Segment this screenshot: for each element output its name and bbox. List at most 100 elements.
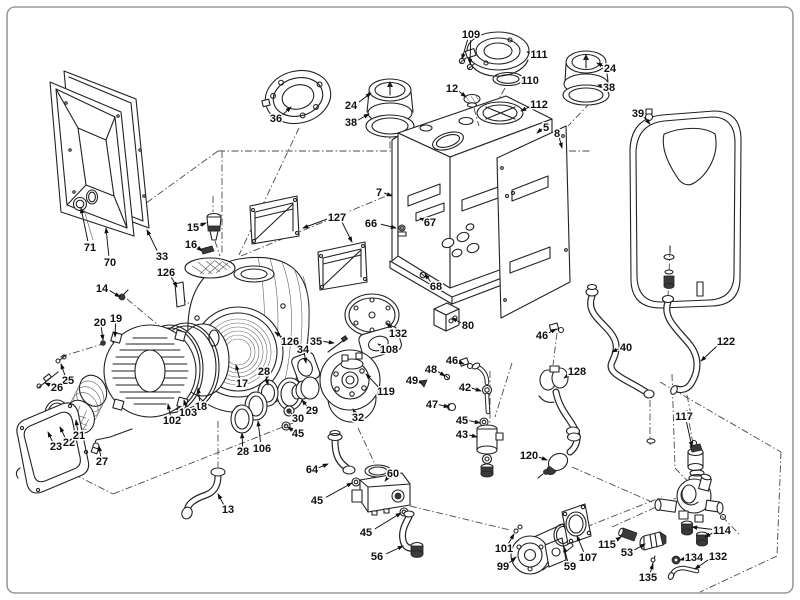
part-callout-34: 34	[297, 344, 310, 356]
cap-12	[463, 93, 481, 127]
part-callout-117: 117	[675, 411, 693, 423]
callout-leader	[507, 533, 515, 545]
callout-leader	[633, 543, 646, 551]
part-callout-46-b: 46	[446, 355, 458, 367]
callout-leader	[169, 275, 178, 288]
gasket-strip-126	[174, 281, 186, 308]
callout-leader	[217, 493, 225, 506]
part-callout-59: 59	[564, 561, 576, 573]
part-callout-42: 42	[459, 382, 471, 394]
part-callout-15: 15	[187, 222, 199, 234]
callout-leader	[287, 426, 295, 432]
part-callout-64: 64	[306, 464, 319, 476]
callout-leader	[436, 370, 446, 377]
part-callout-14: 14	[96, 283, 109, 295]
callout-leader	[520, 77, 527, 82]
callout-leader	[365, 373, 379, 388]
part-callout-80: 80	[462, 320, 474, 332]
flue-pipe-13	[181, 421, 226, 520]
part-callout-5: 5	[543, 122, 549, 134]
callout-leader	[323, 340, 335, 345]
venturi-adapter-right-24-38	[562, 50, 610, 106]
callout-leader	[108, 289, 121, 298]
callout-leader	[471, 387, 482, 392]
part-callout-28-a: 28	[258, 366, 270, 378]
callout-leader	[547, 328, 557, 334]
hose-40	[585, 283, 656, 445]
part-callout-45-c: 45	[311, 495, 323, 507]
cabinet-jacket	[389, 93, 571, 319]
part-callout-107: 107	[579, 552, 597, 564]
part-callout-26: 26	[51, 382, 63, 394]
part-callout-135: 135	[639, 572, 657, 584]
callout-leader	[281, 106, 292, 116]
callout-leader	[704, 531, 716, 538]
callout-leader	[352, 408, 358, 416]
air-intake-assembly	[15, 374, 108, 494]
callout-leader	[235, 364, 241, 379]
callout-leader	[377, 343, 385, 349]
page-border	[6, 6, 794, 594]
callout-leader	[380, 223, 397, 229]
callout-leader	[694, 558, 710, 570]
callout-leader	[302, 352, 308, 364]
callout-leader	[302, 218, 328, 229]
callout-leader	[469, 419, 481, 425]
callout-leader	[456, 359, 465, 365]
callout-leader	[384, 192, 393, 197]
part-callout-32: 32	[352, 412, 364, 424]
callout-leader	[686, 421, 693, 448]
part-callout-70: 70	[104, 257, 116, 269]
part-callout-12: 12	[446, 83, 458, 95]
callout-leader	[520, 105, 533, 112]
intake-grill-and-gaskets	[103, 322, 230, 418]
callout-leader	[386, 322, 394, 331]
callout-leader	[612, 536, 622, 543]
part-callout-122: 122	[717, 336, 735, 348]
callout-leader	[274, 331, 285, 340]
part-callout-30: 30	[292, 413, 304, 425]
callout-leader	[536, 455, 548, 461]
callout-leader	[563, 546, 569, 562]
part-callout-101: 101	[495, 543, 513, 555]
part-callout-106: 106	[253, 443, 271, 455]
part-callout-108: 108	[380, 344, 398, 356]
callout-leader	[384, 474, 391, 482]
part-callout-102: 102	[163, 415, 181, 427]
callout-leader	[451, 317, 462, 324]
callout-leader	[576, 535, 585, 552]
callout-leader	[649, 563, 654, 574]
callout-leader	[198, 222, 207, 227]
part-callout-38-b: 38	[603, 82, 615, 94]
part-callout-99: 99	[497, 561, 509, 573]
pump-assembly-99-101	[510, 503, 592, 575]
callout-leader	[301, 399, 309, 408]
callout-leader	[166, 403, 172, 417]
part-callout-110: 110	[521, 75, 539, 87]
part-callout-43: 43	[456, 429, 468, 441]
part-callout-40: 40	[620, 342, 632, 354]
part-callout-18: 18	[195, 401, 207, 413]
callout-leader	[507, 556, 517, 565]
callout-leader	[341, 222, 353, 243]
part-callout-24-a: 24	[345, 100, 358, 112]
gasket-train-28-106	[230, 379, 279, 434]
callout-leader	[438, 403, 450, 408]
part-callout-60: 60	[387, 468, 399, 480]
part-callout-24-b: 24	[604, 63, 617, 75]
part-callout-128: 128	[568, 366, 586, 378]
callout-leader	[97, 445, 102, 458]
callout-leader	[415, 379, 423, 384]
mounting-brackets-127	[249, 195, 368, 291]
part-callout-114: 114	[713, 525, 732, 537]
part-callout-20: 20	[94, 317, 106, 329]
callout-leader	[642, 115, 651, 125]
venturi-adapter-left-24-38	[365, 78, 415, 138]
blower-assembly-32	[276, 293, 402, 463]
expansion-tank-39	[629, 108, 742, 309]
gas-train-56-60-64	[327, 429, 424, 558]
callout-leader	[526, 50, 535, 56]
callout-leader	[264, 374, 269, 386]
part-callout-29: 29	[306, 405, 318, 417]
